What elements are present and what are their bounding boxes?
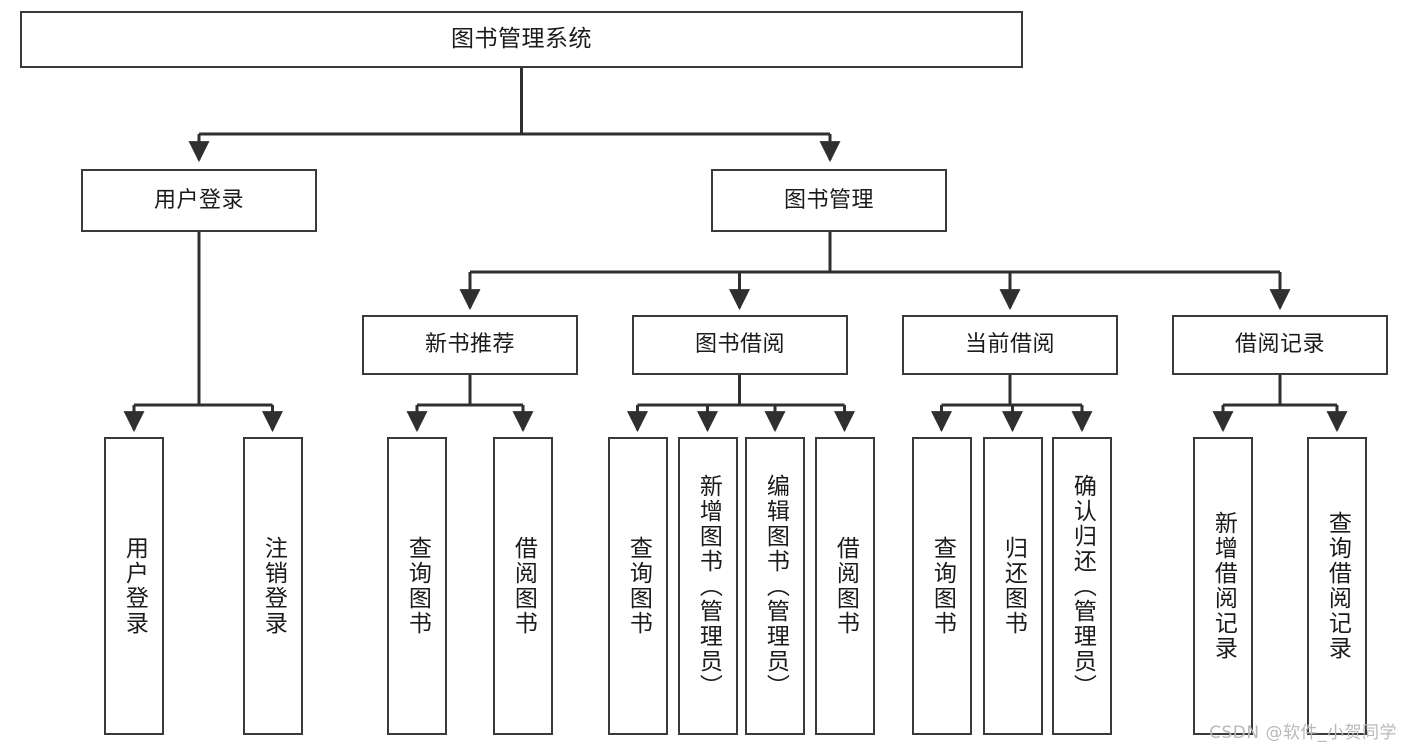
node-borrow-records-label: 借阅记录 [1234, 332, 1325, 358]
node-book-borrow[interactable]: 图书借阅 [632, 315, 848, 375]
node-book-management[interactable]: 图书管理 [711, 169, 947, 232]
leaf-newbook-query-book[interactable]: 查询图书 [387, 437, 447, 735]
leaf-current-return-book[interactable]: 归还图书 [983, 437, 1043, 735]
leaf-current-confirm-return-admin-label: 确认归还（管理员） [1069, 473, 1096, 699]
leaf-borrow-borrow-book-label: 借阅图书 [832, 536, 859, 636]
leaf-newbook-borrow-book[interactable]: 借阅图书 [493, 437, 553, 735]
leaf-user-logout-label: 注销登录 [260, 536, 287, 636]
node-new-book-recommend-label: 新书推荐 [424, 332, 515, 358]
leaf-current-return-book-label: 归还图书 [1000, 536, 1027, 636]
leaf-records-query-record-label: 查询借阅记录 [1324, 511, 1351, 661]
node-root-label: 图书管理系统 [451, 25, 592, 52]
leaf-records-add-record-label: 新增借阅记录 [1210, 511, 1237, 661]
leaf-borrow-edit-book-admin-label: 编辑图书（管理员） [762, 473, 789, 699]
leaf-newbook-borrow-book-label: 借阅图书 [510, 536, 537, 636]
node-book-management-label: 图书管理 [783, 187, 874, 213]
leaf-current-query-book-label: 查询图书 [929, 536, 956, 636]
node-current-borrow[interactable]: 当前借阅 [902, 315, 1118, 375]
node-user-login-label: 用户登录 [153, 187, 244, 213]
leaf-current-confirm-return-admin[interactable]: 确认归还（管理员） [1052, 437, 1112, 735]
leaf-borrow-add-book-admin-label: 新增图书（管理员） [695, 473, 722, 699]
leaf-user-login-label: 用户登录 [121, 536, 148, 636]
node-current-borrow-label: 当前借阅 [964, 332, 1055, 358]
leaf-borrow-borrow-book[interactable]: 借阅图书 [815, 437, 875, 735]
leaf-newbook-query-book-label: 查询图书 [404, 536, 431, 636]
node-root[interactable]: 图书管理系统 [20, 11, 1023, 68]
node-user-login[interactable]: 用户登录 [81, 169, 317, 232]
node-book-borrow-label: 图书借阅 [694, 332, 785, 358]
leaf-borrow-query-book[interactable]: 查询图书 [608, 437, 668, 735]
leaf-borrow-add-book-admin[interactable]: 新增图书（管理员） [678, 437, 738, 735]
leaf-current-query-book[interactable]: 查询图书 [912, 437, 972, 735]
leaf-records-query-record[interactable]: 查询借阅记录 [1307, 437, 1367, 735]
leaf-borrow-query-book-label: 查询图书 [625, 536, 652, 636]
node-new-book-recommend[interactable]: 新书推荐 [362, 315, 578, 375]
leaf-borrow-edit-book-admin[interactable]: 编辑图书（管理员） [745, 437, 805, 735]
leaf-user-logout[interactable]: 注销登录 [243, 437, 303, 735]
leaf-user-login[interactable]: 用户登录 [104, 437, 164, 735]
node-borrow-records[interactable]: 借阅记录 [1172, 315, 1388, 375]
leaf-records-add-record[interactable]: 新增借阅记录 [1193, 437, 1253, 735]
